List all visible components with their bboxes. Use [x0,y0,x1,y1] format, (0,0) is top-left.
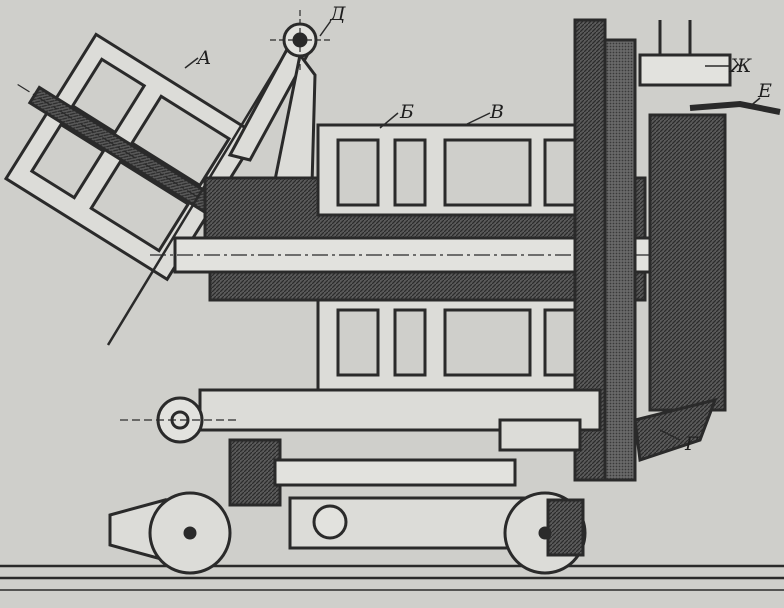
main-housing [203,123,647,392]
label-zh: Ж [728,55,752,77]
label-v: В [489,101,504,123]
label-a: А [195,47,211,69]
label-b: Б [399,101,414,123]
label-g: Г [684,433,699,455]
tilted-bucket-a [3,32,260,282]
rail-track [0,564,784,591]
right-gear-wall [573,18,727,482]
right-wheel [503,491,587,575]
label-e: Е [757,80,772,102]
left-wheel [108,491,232,575]
leader-lines [184,21,761,441]
top-fittings [638,20,781,115]
middle-roller [312,504,348,540]
pivot-d [270,10,330,70]
left-pivot [120,396,240,444]
label-d: Д [329,3,346,25]
